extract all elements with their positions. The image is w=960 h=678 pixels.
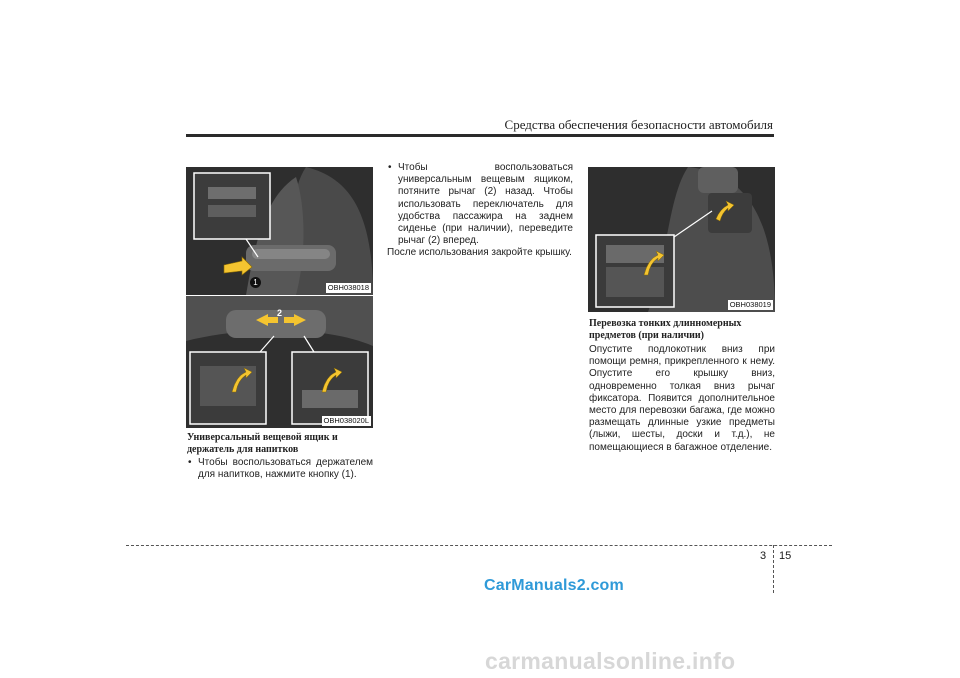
paragraph: Опустите подлокотник вниз при помощи рем… bbox=[589, 344, 775, 453]
storage-illustration bbox=[186, 296, 373, 428]
figure-armrest-cupholder: 1 OBH038018 bbox=[186, 167, 373, 295]
left-column: Универсальный вещевой ящик и держатель д… bbox=[187, 432, 373, 481]
figure-long-item-passthrough: OBH038019 bbox=[588, 167, 775, 312]
section-heading: Универсальный вещевой ящик и держатель д… bbox=[187, 432, 338, 455]
footer-divider bbox=[773, 545, 774, 593]
page-number: 15 bbox=[779, 550, 792, 562]
bullet-item: Чтобы воспользоваться универсальным веще… bbox=[387, 162, 573, 247]
figure-code: OBH038020L bbox=[321, 416, 371, 426]
page-header-title: Средства обеспечения безопасности автомо… bbox=[504, 117, 773, 132]
watermark-link[interactable]: CarManuals2.com bbox=[484, 577, 624, 594]
watermark-text: carmanualsonline.info bbox=[485, 648, 736, 674]
passthrough-illustration bbox=[588, 167, 775, 312]
middle-column: Чтобы воспользоваться универсальным веще… bbox=[387, 162, 573, 260]
header-rule bbox=[186, 134, 774, 137]
bullet-item: Чтобы воспользоваться держателем для нап… bbox=[187, 457, 373, 481]
section-heading: Перевозка тонких длинномерных предметов … bbox=[589, 318, 742, 341]
figure-code: OBH038018 bbox=[325, 283, 371, 293]
section-number: 3 bbox=[760, 550, 767, 562]
paragraph: После использования закройте крышку. bbox=[387, 247, 572, 259]
armrest-illustration bbox=[186, 167, 373, 295]
right-column: Перевозка тонких длинномерных предметов … bbox=[589, 318, 775, 454]
callout-1: 1 bbox=[250, 277, 261, 288]
figure-code: OBH038019 bbox=[727, 300, 773, 310]
figure-armrest-storage: 2 OBH038020L bbox=[186, 296, 373, 428]
callout-2: 2 bbox=[277, 308, 283, 318]
footer-rule bbox=[126, 545, 832, 546]
